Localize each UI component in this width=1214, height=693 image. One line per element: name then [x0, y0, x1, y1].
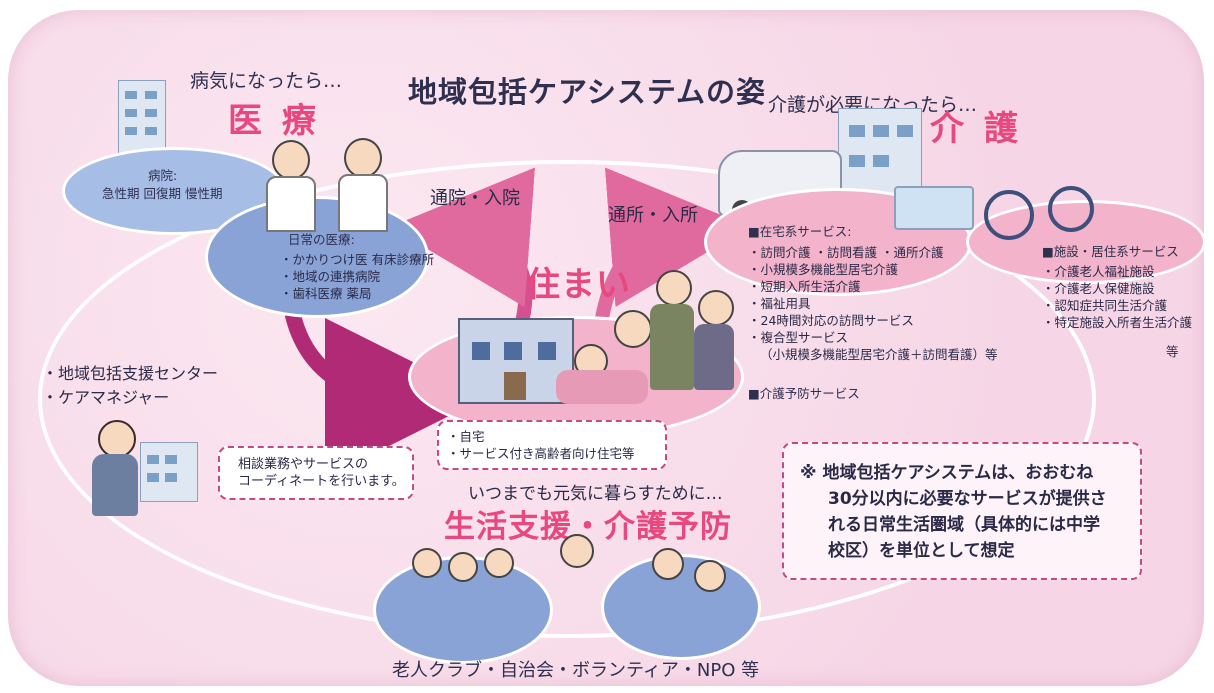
elder-icon [698, 290, 734, 326]
daily-medical-ellipse [205, 196, 429, 318]
doctor-icon [272, 140, 310, 180]
senior-icon [448, 552, 478, 582]
facility-service-list: ・介護老人福祉施設 ・介護老人保健施設 ・認知症共同生活介護 ・特定施設入所者生… [1042, 263, 1192, 331]
care-lead: 介護が必要になったら… [768, 94, 978, 116]
service-area-note-line: 30分以内に必要なサービスが提供さ [828, 489, 1107, 509]
prevention-service: ■介護予防サービス [748, 386, 860, 401]
daily-medical-item: ・地域の連携病院 [280, 269, 381, 284]
service-area-note-line: れる日常生活圏域（具体的には中学 [828, 515, 1100, 535]
care-heading: 介 護 [930, 109, 1022, 149]
care-manager-body-icon [92, 454, 138, 516]
footer-organizations: 老人クラブ・自治会・ボランティア・NPO 等 [392, 660, 760, 681]
facility-service-item: ・特定施設入所者生活介護 [1042, 315, 1193, 330]
housing-type-item: ・自宅 [447, 429, 485, 444]
grandmother-icon [614, 310, 652, 348]
home-service-item: ・24時間対応の訪問サービス [748, 313, 914, 328]
medical-heading: 医 療 [228, 101, 320, 141]
facility-service-item: ・介護老人福祉施設 [1042, 264, 1155, 279]
page-title: 地域包括ケアシステムの姿 [408, 75, 766, 109]
consultation-note-line: コーディネートを行います。 [238, 474, 405, 489]
senior-icon [484, 548, 514, 578]
wheelchair-icon [984, 190, 1034, 240]
daily-medical-title: 日常の医療: [288, 232, 355, 247]
arrow-hospital-to-home [282, 298, 485, 478]
life-support-lead: いつまでも元気に暮らすために… [468, 484, 723, 504]
arrow-home-to-hospital [390, 167, 536, 332]
sofa-icon [556, 370, 648, 404]
exercising-senior-icon [560, 534, 594, 568]
facility-service-title: ■施設・居住系サービス [1042, 244, 1179, 259]
support-center-item: ・ケアマネジャー [42, 388, 170, 407]
service-area-note-line: ※ 地域包括ケアシステムは、おおむね [800, 463, 1094, 483]
wheelchair-icon [1048, 186, 1094, 232]
care-manager-icon [98, 420, 136, 458]
consultation-note-box: 相談業務やサービスの コーディネートを行います。 [218, 446, 414, 500]
grandfather-icon [656, 270, 692, 306]
home-service-title: ■在宅系サービス: [748, 224, 852, 239]
grandfather-body-icon [650, 304, 694, 390]
home-service-item: ・小規模多機能型居宅介護 [748, 262, 899, 277]
medical-lead: 病気になったら… [190, 70, 343, 92]
hospital-types: 急性期 回復期 慢性期 [102, 186, 223, 201]
home-service-item: ・福祉用具 [748, 296, 811, 311]
support-center-list: ・地域包括支援センター ・ケアマネジャー [42, 362, 218, 410]
support-center-item: ・地域包括支援センター [42, 364, 219, 383]
doctor-coat-icon [266, 176, 316, 232]
house-icon [458, 318, 574, 404]
service-area-note-box: ※ 地域包括ケアシステムは、おおむね 30分以内に必要なサービスが提供さ れる日… [782, 442, 1142, 580]
support-center-building-icon [140, 442, 198, 502]
bathtub-icon [894, 186, 974, 230]
home-service-list: ・訪問介護 ・訪問看護 ・通所介護 ・小規模多機能型居宅介護 ・短期入所生活介護… [748, 244, 998, 363]
senior-icon [412, 548, 442, 578]
home-service-item: （小規模多機能型居宅介護＋訪問看護）等 [760, 347, 998, 362]
facility-service-item: ・認知症共同生活介護 [1042, 298, 1168, 313]
nurse-coat-icon [338, 174, 388, 232]
elder-woman-icon [694, 560, 726, 592]
hospital-building-icon [118, 80, 166, 158]
arrow-home-to-care [593, 167, 750, 331]
home-service-item: ・複合型サービス [748, 330, 849, 345]
daily-medical-list: ・かかりつけ医 有床診療所 ・地域の連携病院 ・歯科医療 薬局 [280, 251, 434, 302]
service-area-note-line: 校区）を単位として想定 [828, 541, 1015, 561]
home-service-item: ・訪問介護 ・訪問看護 ・通所介護 [748, 245, 944, 260]
daily-medical-item: ・歯科医療 薬局 [280, 286, 372, 301]
community-ring [38, 160, 1096, 638]
consultation-note-line: 相談業務やサービスの [238, 457, 369, 472]
arrow-label-hospital: 通院・入院 [430, 188, 520, 209]
housing-type-box: ・自宅 ・サービス付き高齢者向け住宅等 [437, 420, 667, 470]
nurse-icon [344, 138, 382, 178]
home-service-item: ・短期入所生活介護 [748, 279, 861, 294]
elder-body-icon [694, 324, 734, 390]
arrow-label-care: 通所・入所 [608, 205, 698, 226]
daily-medical-item: ・かかりつけ医 有床診療所 [280, 252, 435, 267]
housing-heading: 住まい [526, 265, 631, 305]
housing-type-item: ・サービス付き高齢者向け住宅等 [447, 446, 635, 461]
facility-service-item: ・介護老人保健施設 [1042, 281, 1155, 296]
hospital-name: 病院: [148, 168, 178, 183]
facility-service-suffix: 等 [1166, 344, 1179, 359]
volunteer-icon [652, 548, 684, 580]
